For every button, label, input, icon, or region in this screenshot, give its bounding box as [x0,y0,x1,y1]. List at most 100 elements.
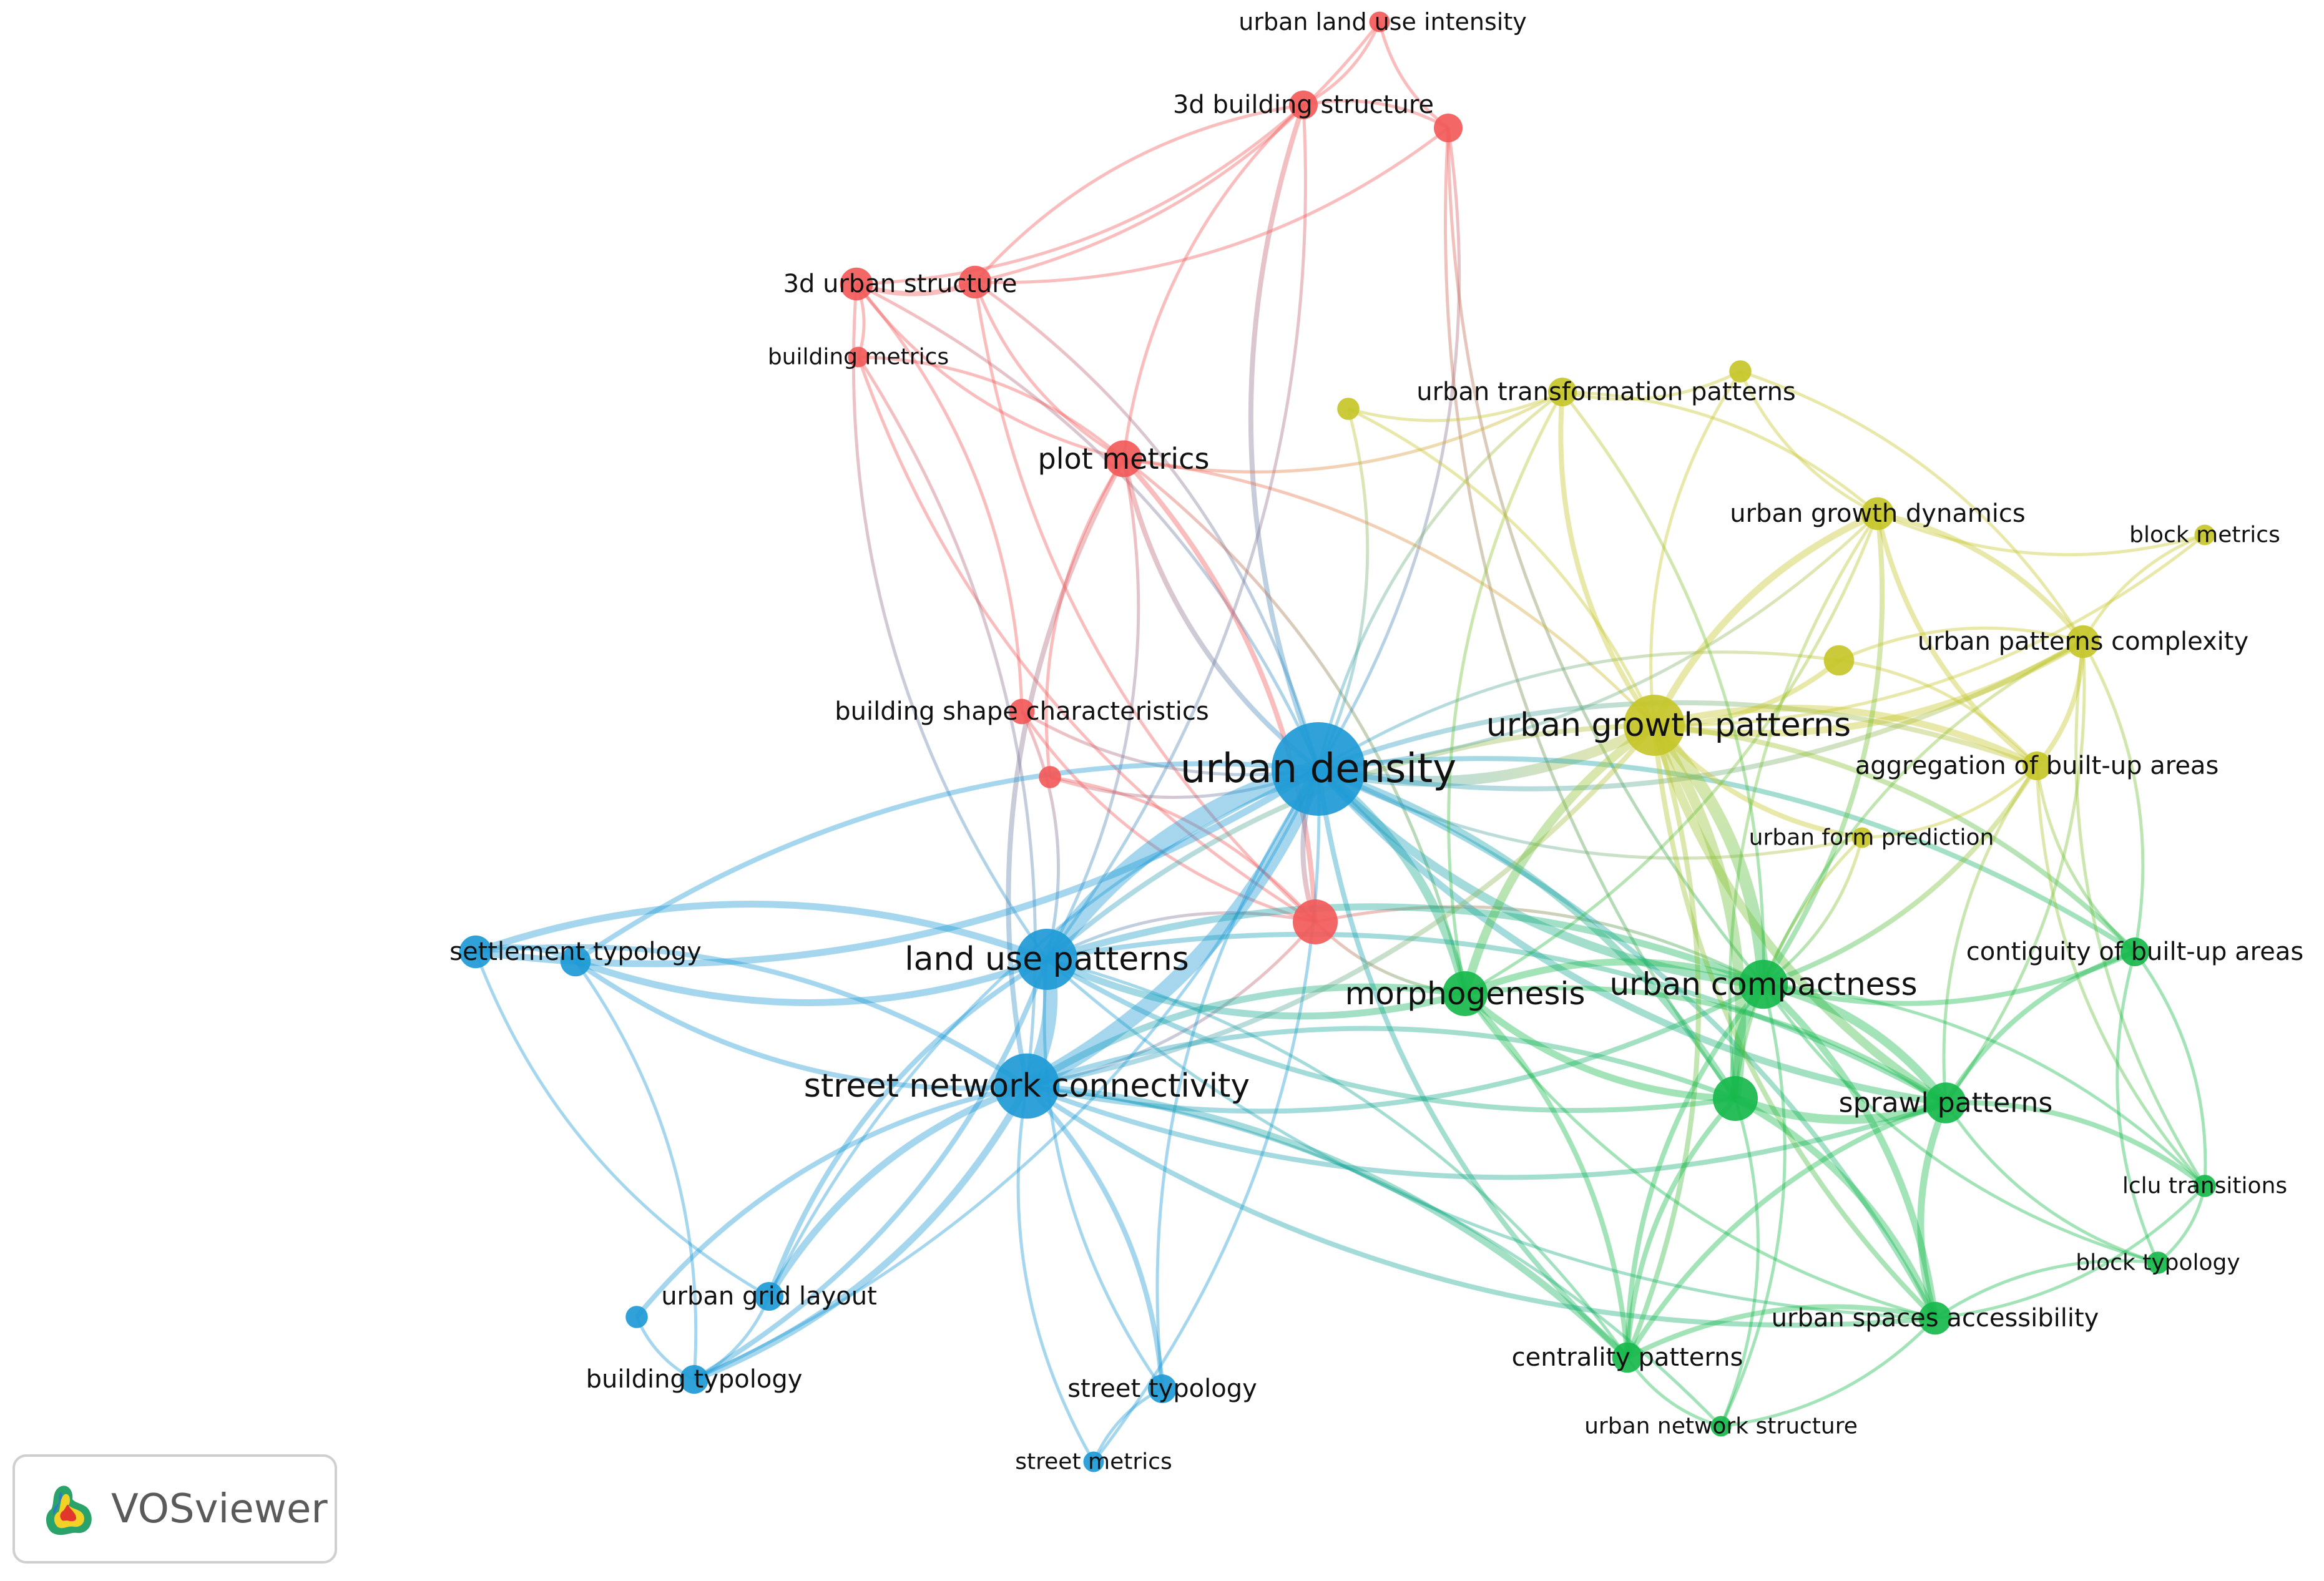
link-uc-uns [1719,984,1787,1427]
node-ud[interactable] [1272,722,1365,816]
node-y4[interactable] [1729,360,1752,383]
node-cbu[interactable] [2121,937,2149,966]
link-uc-bty [1762,983,2159,1265]
link-ugd-upc [1877,511,2086,644]
node-label-usa: urban spaces accessibility [1772,1304,2099,1333]
node-y3[interactable] [1337,398,1360,420]
node-ugl[interactable] [755,1282,783,1311]
link-mor-uc [1463,958,1765,997]
node-label-uc: urban compactness [1609,966,1917,1002]
link-upc-sp [1944,641,2086,1104]
link-mor-g3 [1463,991,1736,1102]
link-uc-lt [1763,982,2206,1187]
node-upc[interactable] [2066,625,2100,658]
link-ugp-y3 [1347,407,1656,727]
node-ugp[interactable] [1624,695,1685,756]
node-bm[interactable] [848,346,869,368]
link-ugp-utp [1558,391,1657,727]
link-lup-mor [1045,956,1466,1020]
node-label-sm: street metrics [1015,1449,1172,1475]
network-nodes [459,11,2216,1472]
node-sty[interactable] [1148,1374,1177,1403]
link-pm-r9 [1044,458,1125,778]
node-uns[interactable] [1710,1416,1732,1437]
node-sp[interactable] [1925,1082,1966,1123]
link-ud-b5 [574,761,1319,964]
link-ud-lup [1039,760,1321,965]
vosviewer-logo-text: VOSviewer [111,1486,328,1532]
node-cp[interactable] [1612,1342,1643,1373]
node-r9[interactable] [1039,766,1061,788]
link-b3d-u3d [856,104,1305,286]
link-abu-sp [1942,765,2039,1104]
node-st[interactable] [459,935,493,969]
link-snc-bt [692,1084,1030,1383]
node-u3d[interactable] [840,267,873,301]
node-b7[interactable] [625,1306,648,1328]
node-mor[interactable] [1443,971,1488,1016]
link-ud-utp [1316,391,1564,770]
node-r10[interactable] [1293,899,1338,944]
node-b3d[interactable] [1289,91,1318,119]
node-b5[interactable] [560,946,591,977]
node-label-bty: block typology [2076,1250,2240,1276]
node-g3[interactable] [1713,1076,1758,1121]
link-snc-sty [1025,1084,1165,1389]
node-lup[interactable] [1016,929,1077,990]
link-snc-b7 [634,1084,1027,1319]
vosviewer-logo-icon [46,1485,92,1535]
link-ud-g3 [1317,765,1738,1100]
link-g3-usa [1733,1095,1939,1320]
node-lt[interactable] [2194,1175,2216,1197]
node-utp[interactable] [1548,378,1577,406]
node-label-utp: urban transformation patterns [1416,378,1796,406]
node-bme[interactable] [2194,524,2215,546]
link-ud-st [475,766,1320,967]
link-ugd-abu [1875,513,2039,768]
link-lup-uc [1046,903,1765,988]
node-bty[interactable] [2147,1251,2169,1274]
link-lup-bt [692,958,1049,1382]
node-r3[interactable] [1434,114,1463,142]
link-lup-g3 [1045,957,1736,1114]
node-abu[interactable] [2022,751,2051,780]
node-label-ugd: urban growth dynamics [1730,499,2026,528]
link-sp-cbu [1943,949,2136,1105]
link-ud-sp [1315,766,1946,1107]
link-snc-ugp [1026,723,1657,1089]
link-upc-lt [2074,641,2207,1187]
link-upc-y8 [1838,626,2084,662]
link-uli-r5 [974,21,1381,284]
link-utp-mor [1447,391,1564,994]
link-sp-bty [1944,1102,2159,1265]
node-snc[interactable] [994,1053,1060,1119]
node-r5[interactable] [958,265,992,299]
link-r5-ud [974,280,1320,770]
node-usa[interactable] [1918,1301,1952,1335]
node-label-mor: morphogenesis [1345,976,1586,1012]
link-y4-upc [1740,370,2085,643]
node-y8[interactable] [1823,645,1855,676]
link-sp-cp [1625,1100,1947,1359]
link-uc-cp [1625,982,1766,1358]
link-upc-cbu [2081,640,2145,952]
link-r3-r5 [974,127,1449,285]
link-usa-bty [1934,1259,2159,1320]
link-cbu-bty [2116,951,2160,1264]
node-pm[interactable] [1105,440,1142,477]
link-ugp-bme [1654,534,2206,727]
node-bt[interactable] [680,1365,708,1394]
link-ugp-sp [1650,723,1948,1107]
node-ufp[interactable] [1851,827,1873,848]
link-abu-ufp [1861,765,2038,839]
node-label-bm: building metrics [768,345,949,370]
node-ugd[interactable] [1861,497,1895,531]
node-uc[interactable] [1738,959,1788,1009]
node-uli[interactable] [1369,11,1390,32]
node-sm[interactable] [1083,1451,1104,1472]
link-snc-usa [1025,1084,1936,1328]
link-pm-snc [1006,458,1126,1087]
node-bsc[interactable] [1009,698,1035,725]
link-lup-st [474,901,1048,963]
